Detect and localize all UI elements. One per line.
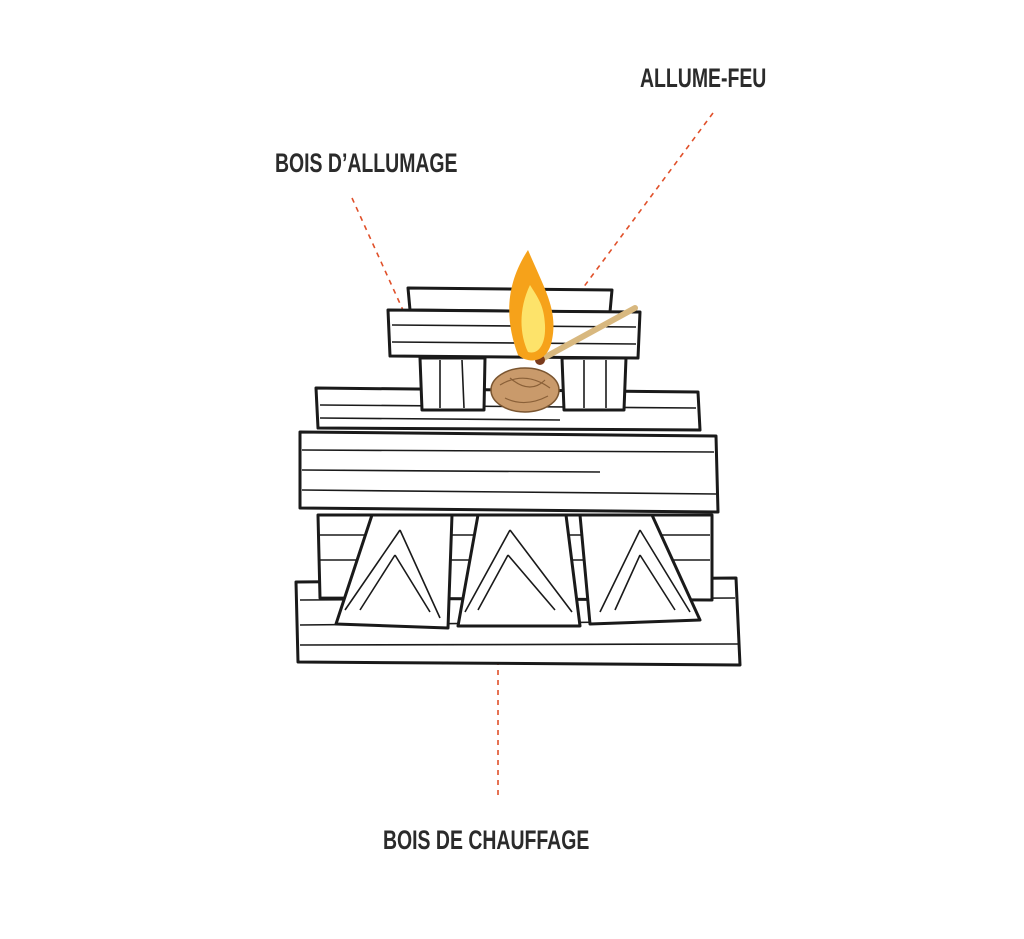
firewood-label: BOIS DE CHAUFFAGE xyxy=(383,825,590,855)
kindling-label: BOIS D’ALLUMAGE xyxy=(275,148,458,178)
large-firewood-log xyxy=(298,430,720,514)
firewood-wedge-right xyxy=(578,513,702,626)
firewood-wedge-left xyxy=(334,513,454,630)
flame-icon xyxy=(509,250,554,361)
kindling-support-right xyxy=(560,356,628,412)
firestarter-bundle xyxy=(490,367,560,413)
firestarter-label: ALLUME-FEU xyxy=(640,63,767,93)
firewood-wedge-middle xyxy=(456,513,582,628)
kindling-leader-line xyxy=(351,197,413,331)
kindling-support-left xyxy=(418,356,487,412)
